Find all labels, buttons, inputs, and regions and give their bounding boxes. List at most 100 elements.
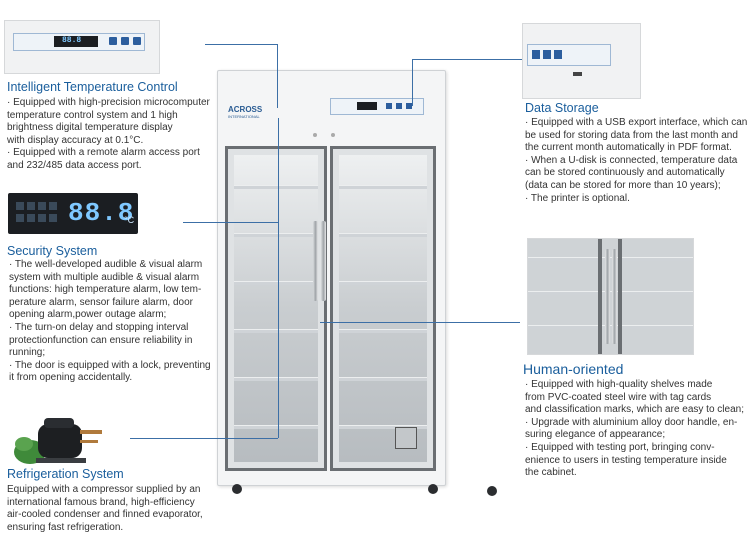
connector-line xyxy=(277,44,278,108)
text-line: enience to users in testing temperature … xyxy=(525,454,727,466)
text-line: · Equipped with a USB export interface, … xyxy=(525,117,747,128)
panel-button xyxy=(133,37,141,45)
connector-line xyxy=(130,438,278,439)
text-line: and 232/485 data access port. xyxy=(7,159,142,171)
text-line: temperature control system and 1 high xyxy=(7,109,178,121)
refrigerator: ACROSS INTERNATIONAL xyxy=(217,70,446,486)
usb-icon xyxy=(38,202,46,210)
connector-line xyxy=(205,44,277,45)
text-line: perature alarm, sensor failure alarm, do… xyxy=(9,296,193,308)
text-line: ensuring fast refrigeration. xyxy=(7,521,124,533)
display-key xyxy=(38,214,46,222)
brand-sub: INTERNATIONAL xyxy=(228,114,260,119)
control-panel-strip: 88.8 xyxy=(13,33,145,51)
panel-button xyxy=(121,37,129,45)
front-button xyxy=(396,103,402,109)
usb-panel-button xyxy=(554,50,562,59)
refrigeration-text: Equipped with a compressor supplied by a… xyxy=(7,484,203,534)
door-hinge xyxy=(313,133,317,137)
caster-wheel xyxy=(232,484,242,494)
front-button xyxy=(406,103,412,109)
temp-control-title: Intelligent Temperature Control xyxy=(7,80,178,94)
usb-panel-thumbnail xyxy=(522,23,641,99)
brand-logo: ACROSS INTERNATIONAL xyxy=(228,105,262,119)
text-line: air-cooled condenser and finned evaporat… xyxy=(7,509,203,521)
text-line: · The door is equipped with a lock, prev… xyxy=(9,359,211,371)
text-line: running; xyxy=(9,347,46,359)
door-handle xyxy=(313,221,318,301)
usb-panel-strip xyxy=(527,44,611,66)
text-line: and classification marks, which are easy… xyxy=(525,404,744,416)
shelf xyxy=(234,425,318,429)
connector-line xyxy=(320,322,520,323)
shelf xyxy=(234,329,318,333)
text-line: it from opening accidentally. xyxy=(9,372,133,384)
front-control-panel xyxy=(330,98,424,115)
human-oriented-title: Human-oriented xyxy=(523,361,624,377)
text-line: be used for storing data from the last m… xyxy=(525,129,738,141)
text-line: suring elegance of appearance; xyxy=(525,429,666,441)
compressor-pipe xyxy=(80,440,98,443)
security-title: Security System xyxy=(7,244,98,258)
shelf xyxy=(339,233,427,237)
text-line: · The turn-on delay and stopping interva… xyxy=(9,321,189,333)
text-line: · The printer is optional. xyxy=(525,192,630,204)
temp-control-text: · Equipped with high-precision microcomp… xyxy=(7,97,210,173)
digital-display: 88.8 °C xyxy=(8,193,138,234)
shelf xyxy=(234,377,318,381)
human-oriented-text: · Equipped with high-quality shelves mad… xyxy=(525,379,744,480)
shelf xyxy=(339,377,427,381)
compressor-image xyxy=(14,418,102,464)
data-storage-title: Data Storage xyxy=(525,101,599,115)
display-key xyxy=(49,214,57,222)
connector-line xyxy=(278,118,279,438)
front-display xyxy=(357,102,377,110)
door-handle xyxy=(612,249,617,344)
text-line: can be stored continuously and automatic… xyxy=(525,167,725,179)
shelf xyxy=(234,185,318,189)
usb-icon xyxy=(573,72,582,76)
text-line: (data can be stored for more than 10 yea… xyxy=(525,179,721,191)
testing-port xyxy=(395,427,417,449)
left-glass-door xyxy=(225,146,327,471)
shelf xyxy=(528,325,693,329)
text-line: functions: high temperature alarm, low t… xyxy=(9,284,202,296)
text-line: · Upgrade with aluminium alloy door hand… xyxy=(525,416,738,428)
data-storage-text: · Equipped with a USB export interface, … xyxy=(525,117,747,205)
compressor-leaves xyxy=(15,437,33,451)
text-line: brightness digital temperature display xyxy=(7,122,173,134)
connector-line xyxy=(183,222,278,223)
text-line: protectionfunction can ensure reliabilit… xyxy=(9,334,193,346)
shelf xyxy=(528,291,693,295)
shelf xyxy=(339,425,427,429)
usb-panel-button xyxy=(543,50,551,59)
text-line: opening alarm,power outage alarm; xyxy=(9,309,167,321)
text-line: · Equipped with a remote alarm access po… xyxy=(7,147,200,159)
display-key xyxy=(16,214,24,222)
door-handle xyxy=(605,249,610,344)
shelf xyxy=(339,329,427,333)
connector-line xyxy=(412,59,522,60)
shelf xyxy=(339,185,427,189)
door-handle xyxy=(321,221,326,301)
refrigeration-title: Refrigeration System xyxy=(7,467,124,481)
text-line: international famous brand, high-efficie… xyxy=(7,496,195,508)
brand-name: ACROSS xyxy=(228,105,263,114)
panel-display-digits: 88.8 xyxy=(62,36,82,45)
door-hinge xyxy=(331,133,335,137)
text-line: with display accuracy at 0.1°C. xyxy=(7,134,144,146)
text-line: the current month automatically in PDF f… xyxy=(525,142,732,154)
compressor-base xyxy=(36,458,86,463)
control-panel-thumbnail: 88.8 xyxy=(4,20,160,74)
connector-line xyxy=(412,59,413,106)
text-line: · When a U-disk is connected, temperatur… xyxy=(525,154,738,166)
shelf xyxy=(234,281,318,285)
caster-wheel xyxy=(428,484,438,494)
shelf xyxy=(528,257,693,261)
compressor-pipe xyxy=(80,430,102,434)
text-line: · Equipped with testing port, bringing c… xyxy=(525,441,715,453)
text-line: · The well-developed audible & visual al… xyxy=(9,259,203,270)
display-key xyxy=(27,214,35,222)
panel-button xyxy=(109,37,117,45)
compressor-body xyxy=(38,424,82,458)
